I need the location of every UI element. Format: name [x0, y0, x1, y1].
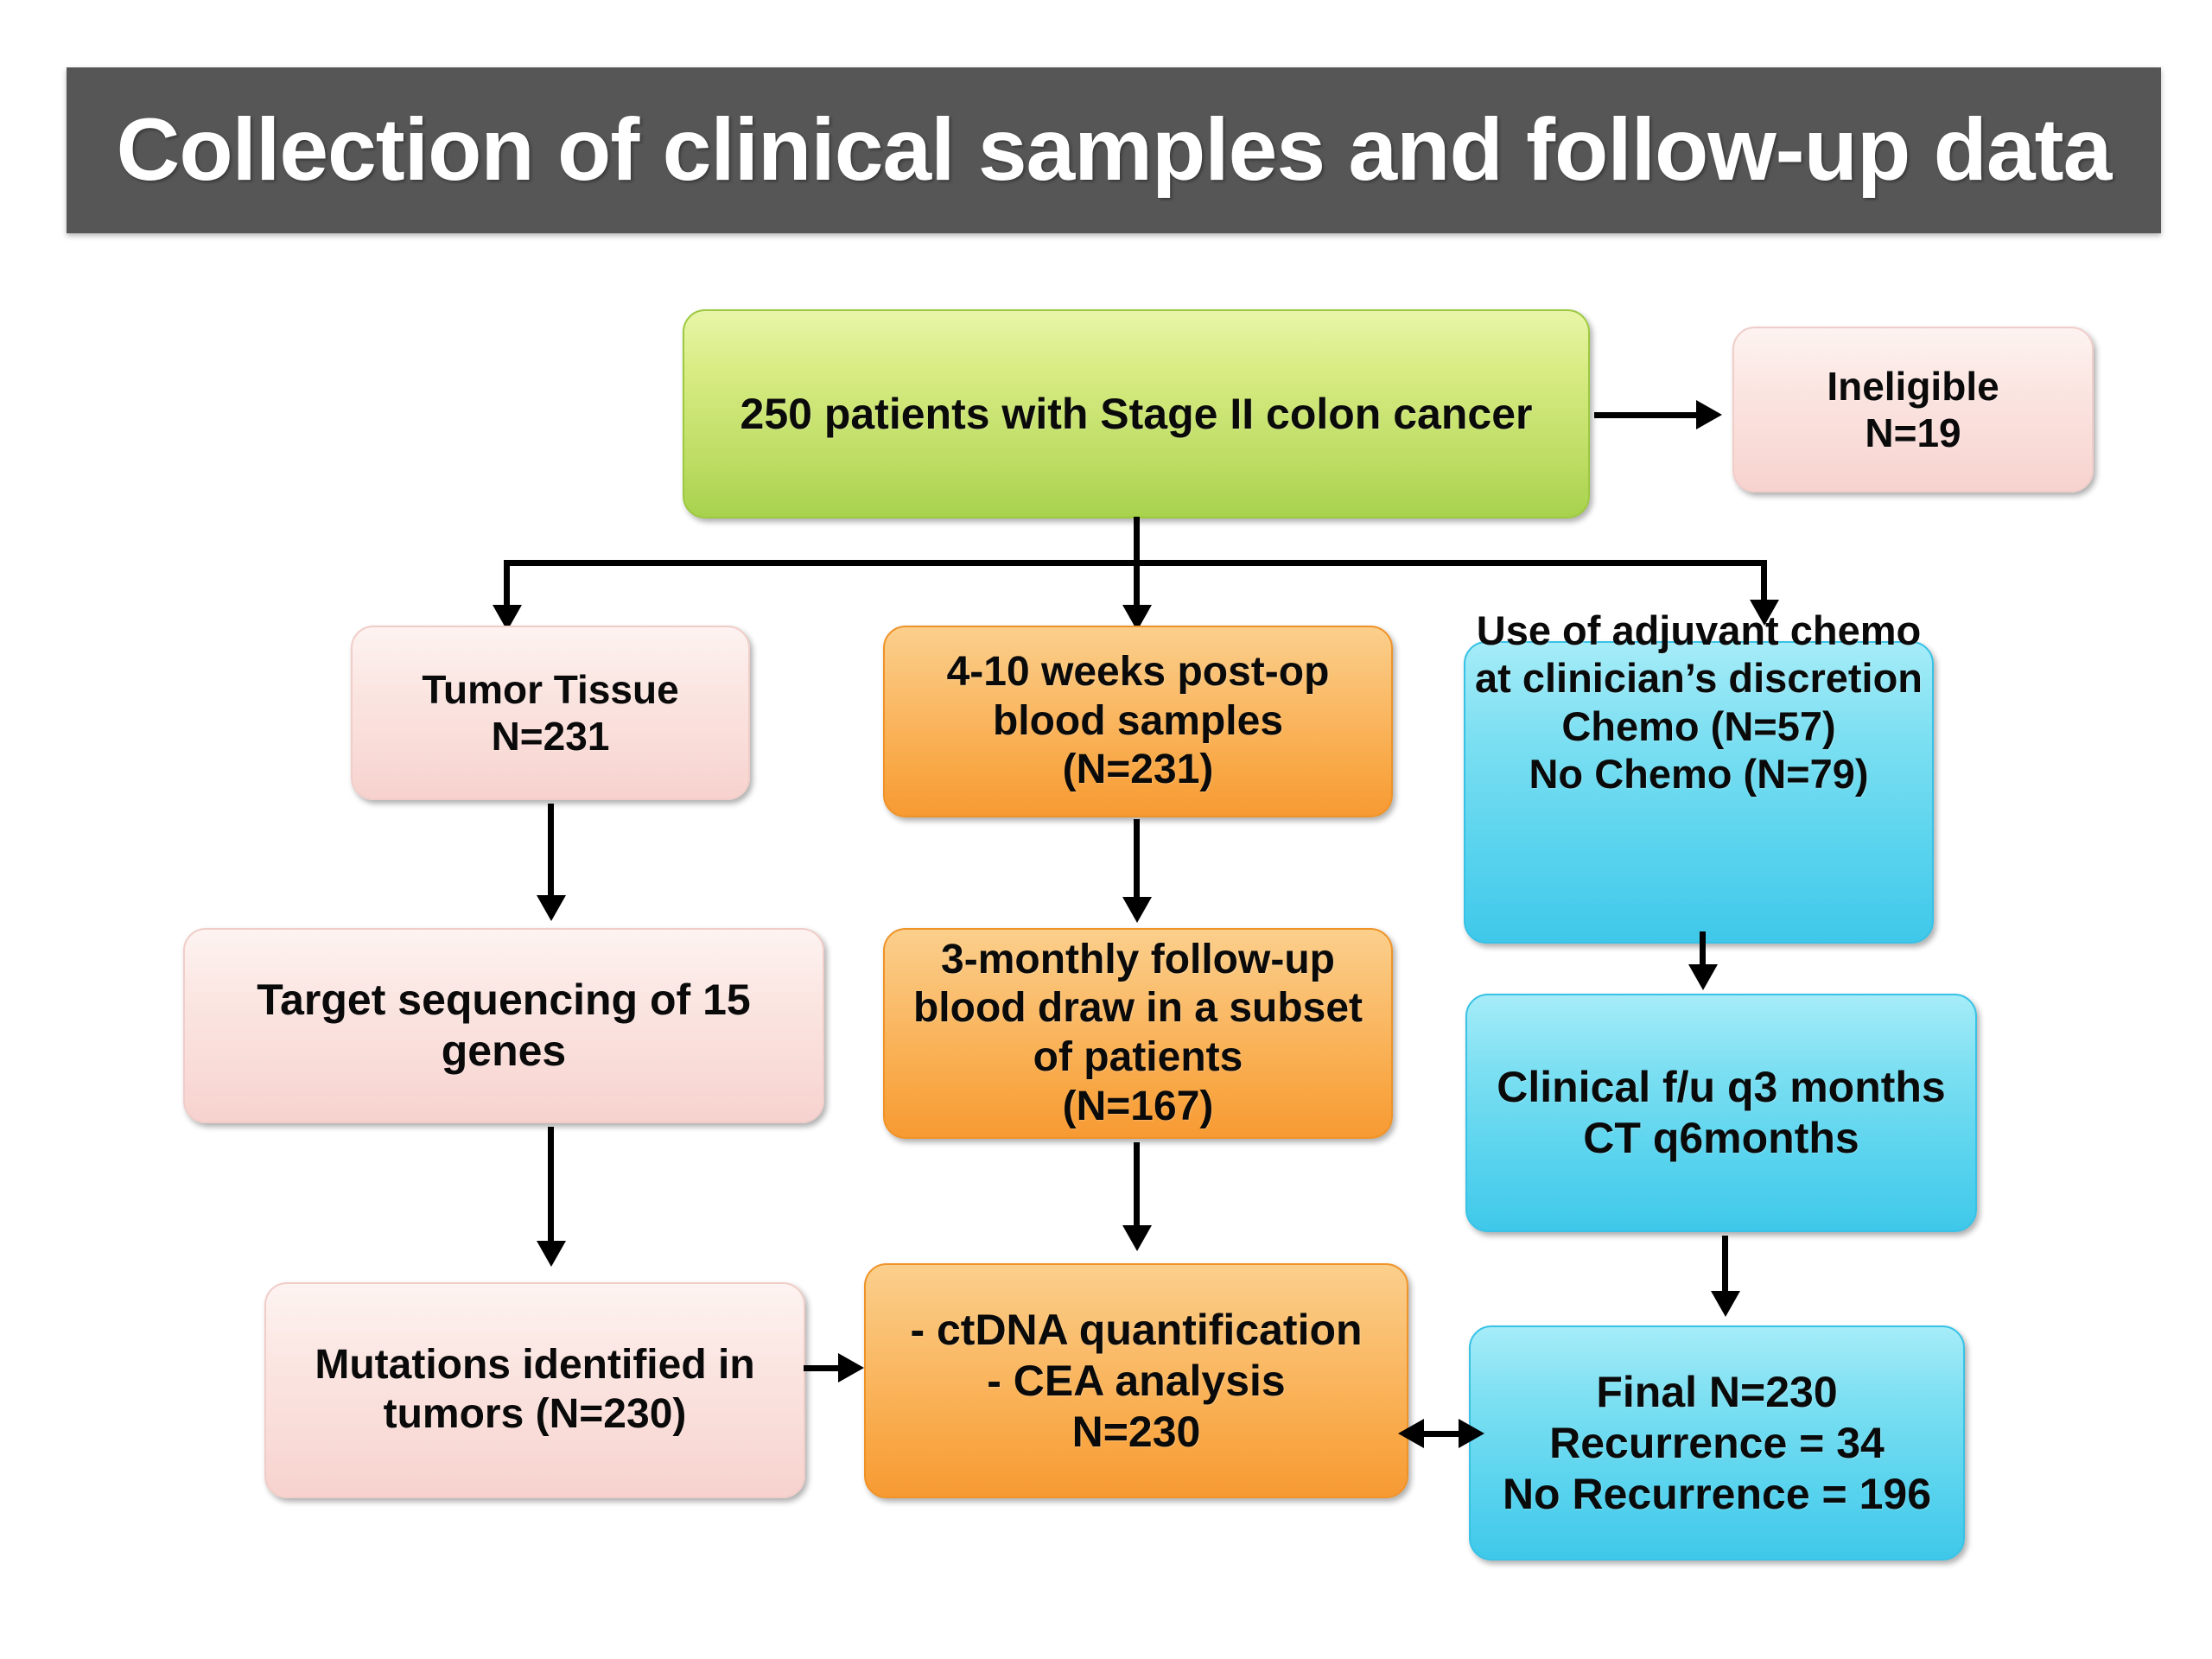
- node-adjuvant-chemo-label: Use of adjuvant chemo at clinician’s dis…: [1474, 607, 1923, 798]
- node-ineligible-label: Ineligible N=19: [1827, 363, 1999, 455]
- branch-stem: [1134, 517, 1140, 565]
- node-final[interactable]: Final N=230 Recurrence = 34 No Recurrenc…: [1469, 1325, 1965, 1560]
- edge-followup-to-ctdna-arrowhead: [1122, 1225, 1152, 1251]
- edge-ctdna-to-final-line: [1424, 1431, 1462, 1437]
- edge-clinicalfu-to-final-line: [1722, 1236, 1728, 1296]
- page-title: Collection of clinical samples and follo…: [116, 100, 2113, 200]
- edge-cohort-to-ineligible-line: [1594, 412, 1700, 418]
- node-cohort-label: 250 patients with Stage II colon cancer: [740, 389, 1533, 438]
- edge-ctdna-to-final-arrowhead-left: [1398, 1419, 1424, 1448]
- node-clinical-fu[interactable]: Clinical f/u q3 months CT q6months: [1465, 994, 1977, 1232]
- edge-mutations-to-ctdna-arrowhead: [838, 1353, 864, 1382]
- node-followup-blood-label: 3-monthly follow-up blood draw in a subs…: [912, 936, 1363, 1129]
- node-final-label: Final N=230 Recurrence = 34 No Recurrenc…: [1502, 1367, 1932, 1518]
- edge-chemo-to-clinicalfu-arrowhead: [1688, 964, 1718, 990]
- edge-tumor-to-target-arrowhead: [537, 895, 566, 921]
- node-tumor-tissue[interactable]: Tumor Tissue N=231: [351, 626, 750, 800]
- edge-target-to-mutations-arrowhead: [537, 1241, 566, 1267]
- edge-chemo-to-clinicalfu-line: [1700, 931, 1706, 969]
- node-ctdna-cea-label: - ctDNA quantification - CEA analysis N=…: [910, 1305, 1363, 1456]
- edge-postop-to-followup-line: [1134, 819, 1140, 904]
- node-mutations[interactable]: Mutations identified in tumors (N=230): [264, 1282, 805, 1498]
- edge-ctdna-to-final-arrowhead-right: [1459, 1419, 1484, 1448]
- edge-postop-to-followup-arrowhead: [1122, 897, 1152, 923]
- edge-cohort-to-ineligible-arrowhead: [1696, 400, 1722, 429]
- edge-target-to-mutations-line: [548, 1127, 554, 1246]
- branch-drop-right: [1761, 560, 1767, 608]
- branch-drop-left: [504, 560, 510, 612]
- node-tumor-tissue-label: Tumor Tissue N=231: [422, 666, 679, 759]
- node-target-sequencing[interactable]: Target sequencing of 15 genes: [183, 928, 824, 1123]
- node-ineligible[interactable]: Ineligible N=19: [1732, 327, 2094, 493]
- node-followup-blood[interactable]: 3-monthly follow-up blood draw in a subs…: [883, 928, 1393, 1139]
- node-ctdna-cea[interactable]: - ctDNA quantification - CEA analysis N=…: [864, 1263, 1408, 1498]
- node-clinical-fu-label: Clinical f/u q3 months CT q6months: [1497, 1063, 1946, 1162]
- node-adjuvant-chemo[interactable]: Use of adjuvant chemo at clinician’s dis…: [1464, 607, 1934, 944]
- node-postop-blood[interactable]: 4-10 weeks post-op blood samples (N=231): [883, 626, 1393, 817]
- edge-mutations-to-ctdna-line: [804, 1365, 842, 1371]
- page-title-banner: Collection of clinical samples and follo…: [67, 67, 2161, 233]
- node-target-sequencing-label: Target sequencing of 15 genes: [257, 976, 751, 1075]
- node-mutations-label: Mutations identified in tumors (N=230): [315, 1342, 755, 1437]
- node-cohort[interactable]: 250 patients with Stage II colon cancer: [683, 309, 1590, 518]
- branch-drop-center: [1134, 560, 1140, 613]
- branch-arrowhead-right: [1750, 600, 1779, 626]
- edge-tumor-to-target-line: [548, 804, 554, 900]
- edge-clinicalfu-to-final-arrowhead: [1711, 1291, 1740, 1317]
- edge-followup-to-ctdna-line: [1134, 1142, 1140, 1230]
- node-postop-blood-label: 4-10 weeks post-op blood samples (N=231): [946, 649, 1330, 793]
